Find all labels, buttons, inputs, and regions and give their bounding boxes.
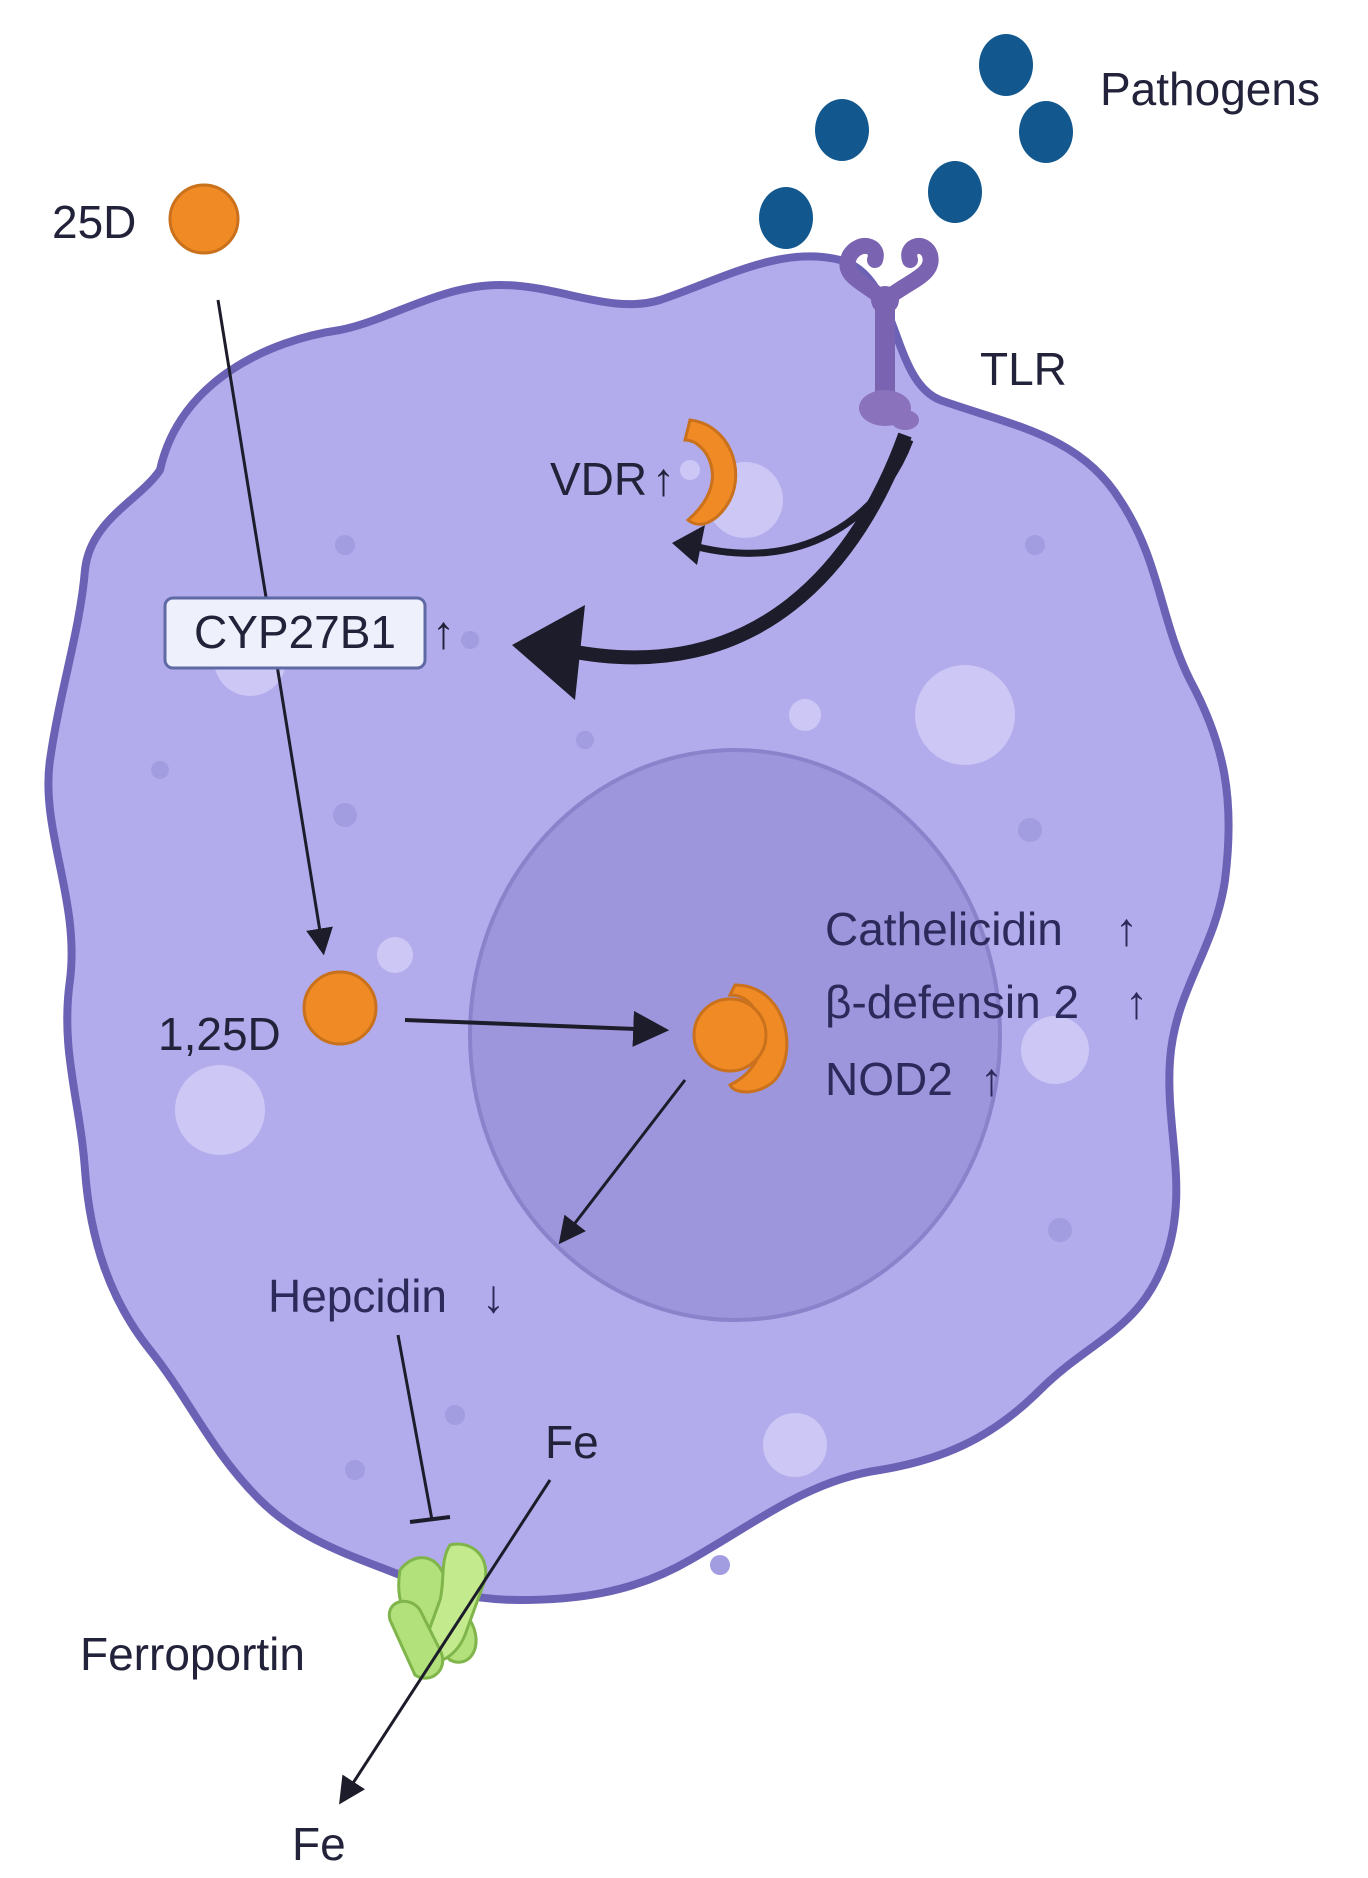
cathelicidin-label: Cathelicidin <box>825 903 1063 955</box>
pathogens <box>759 34 1073 249</box>
hepcidin-inhibition-line <box>396 1334 434 1521</box>
ferroportin-label: Ferroportin <box>80 1628 305 1680</box>
ferroportin-icon <box>387 1542 488 1680</box>
fe-outside-label: Fe <box>292 1818 346 1870</box>
vdr-up-indicator: ↑ <box>652 453 675 505</box>
cyp27b1-label: CYP27B1 <box>194 606 396 658</box>
vesicles <box>175 460 1089 1477</box>
vdr-complex-icon <box>692 983 789 1094</box>
cathelicidin-up-indicator: ↑ <box>1115 903 1138 955</box>
granules <box>151 535 1072 1575</box>
nod2-label: NOD2 <box>825 1053 953 1105</box>
125d-molecule <box>302 970 378 1046</box>
inhibition-bar <box>409 1515 451 1524</box>
complex-to-hepcidin-arrow <box>558 1079 687 1245</box>
bdefensin-label: β-defensin 2 <box>825 976 1079 1028</box>
25d-molecule <box>168 183 240 255</box>
cyp27b1-box <box>163 596 427 670</box>
vdr-receptor-icon <box>683 418 738 526</box>
bdefensin-up-indicator: ↑ <box>1125 976 1148 1028</box>
cyp27b1-up-indicator: ↑ <box>432 606 455 658</box>
tlr-receptor-icon <box>839 238 939 430</box>
fe-inside-label: Fe <box>545 1416 599 1468</box>
tlr-to-vdr-arrowhead <box>672 525 705 565</box>
25d-label: 25D <box>52 196 136 248</box>
hepcidin-down-indicator: ↓ <box>482 1270 505 1322</box>
125d-label: 1,25D <box>158 1008 281 1060</box>
hepcidin-label: Hepcidin <box>268 1270 447 1322</box>
tlr-to-cyp-arrowhead <box>512 605 585 700</box>
pathogens-label: Pathogens <box>1100 63 1320 115</box>
tlr-label: TLR <box>980 343 1067 395</box>
tlr-to-cyp-arrow <box>563 432 912 665</box>
vdr-label: VDR <box>550 453 647 505</box>
fe-export-arrow <box>339 1479 552 1805</box>
nod2-up-indicator: ↑ <box>980 1053 1003 1105</box>
125d-to-nucleus-arrow <box>404 1010 670 1047</box>
